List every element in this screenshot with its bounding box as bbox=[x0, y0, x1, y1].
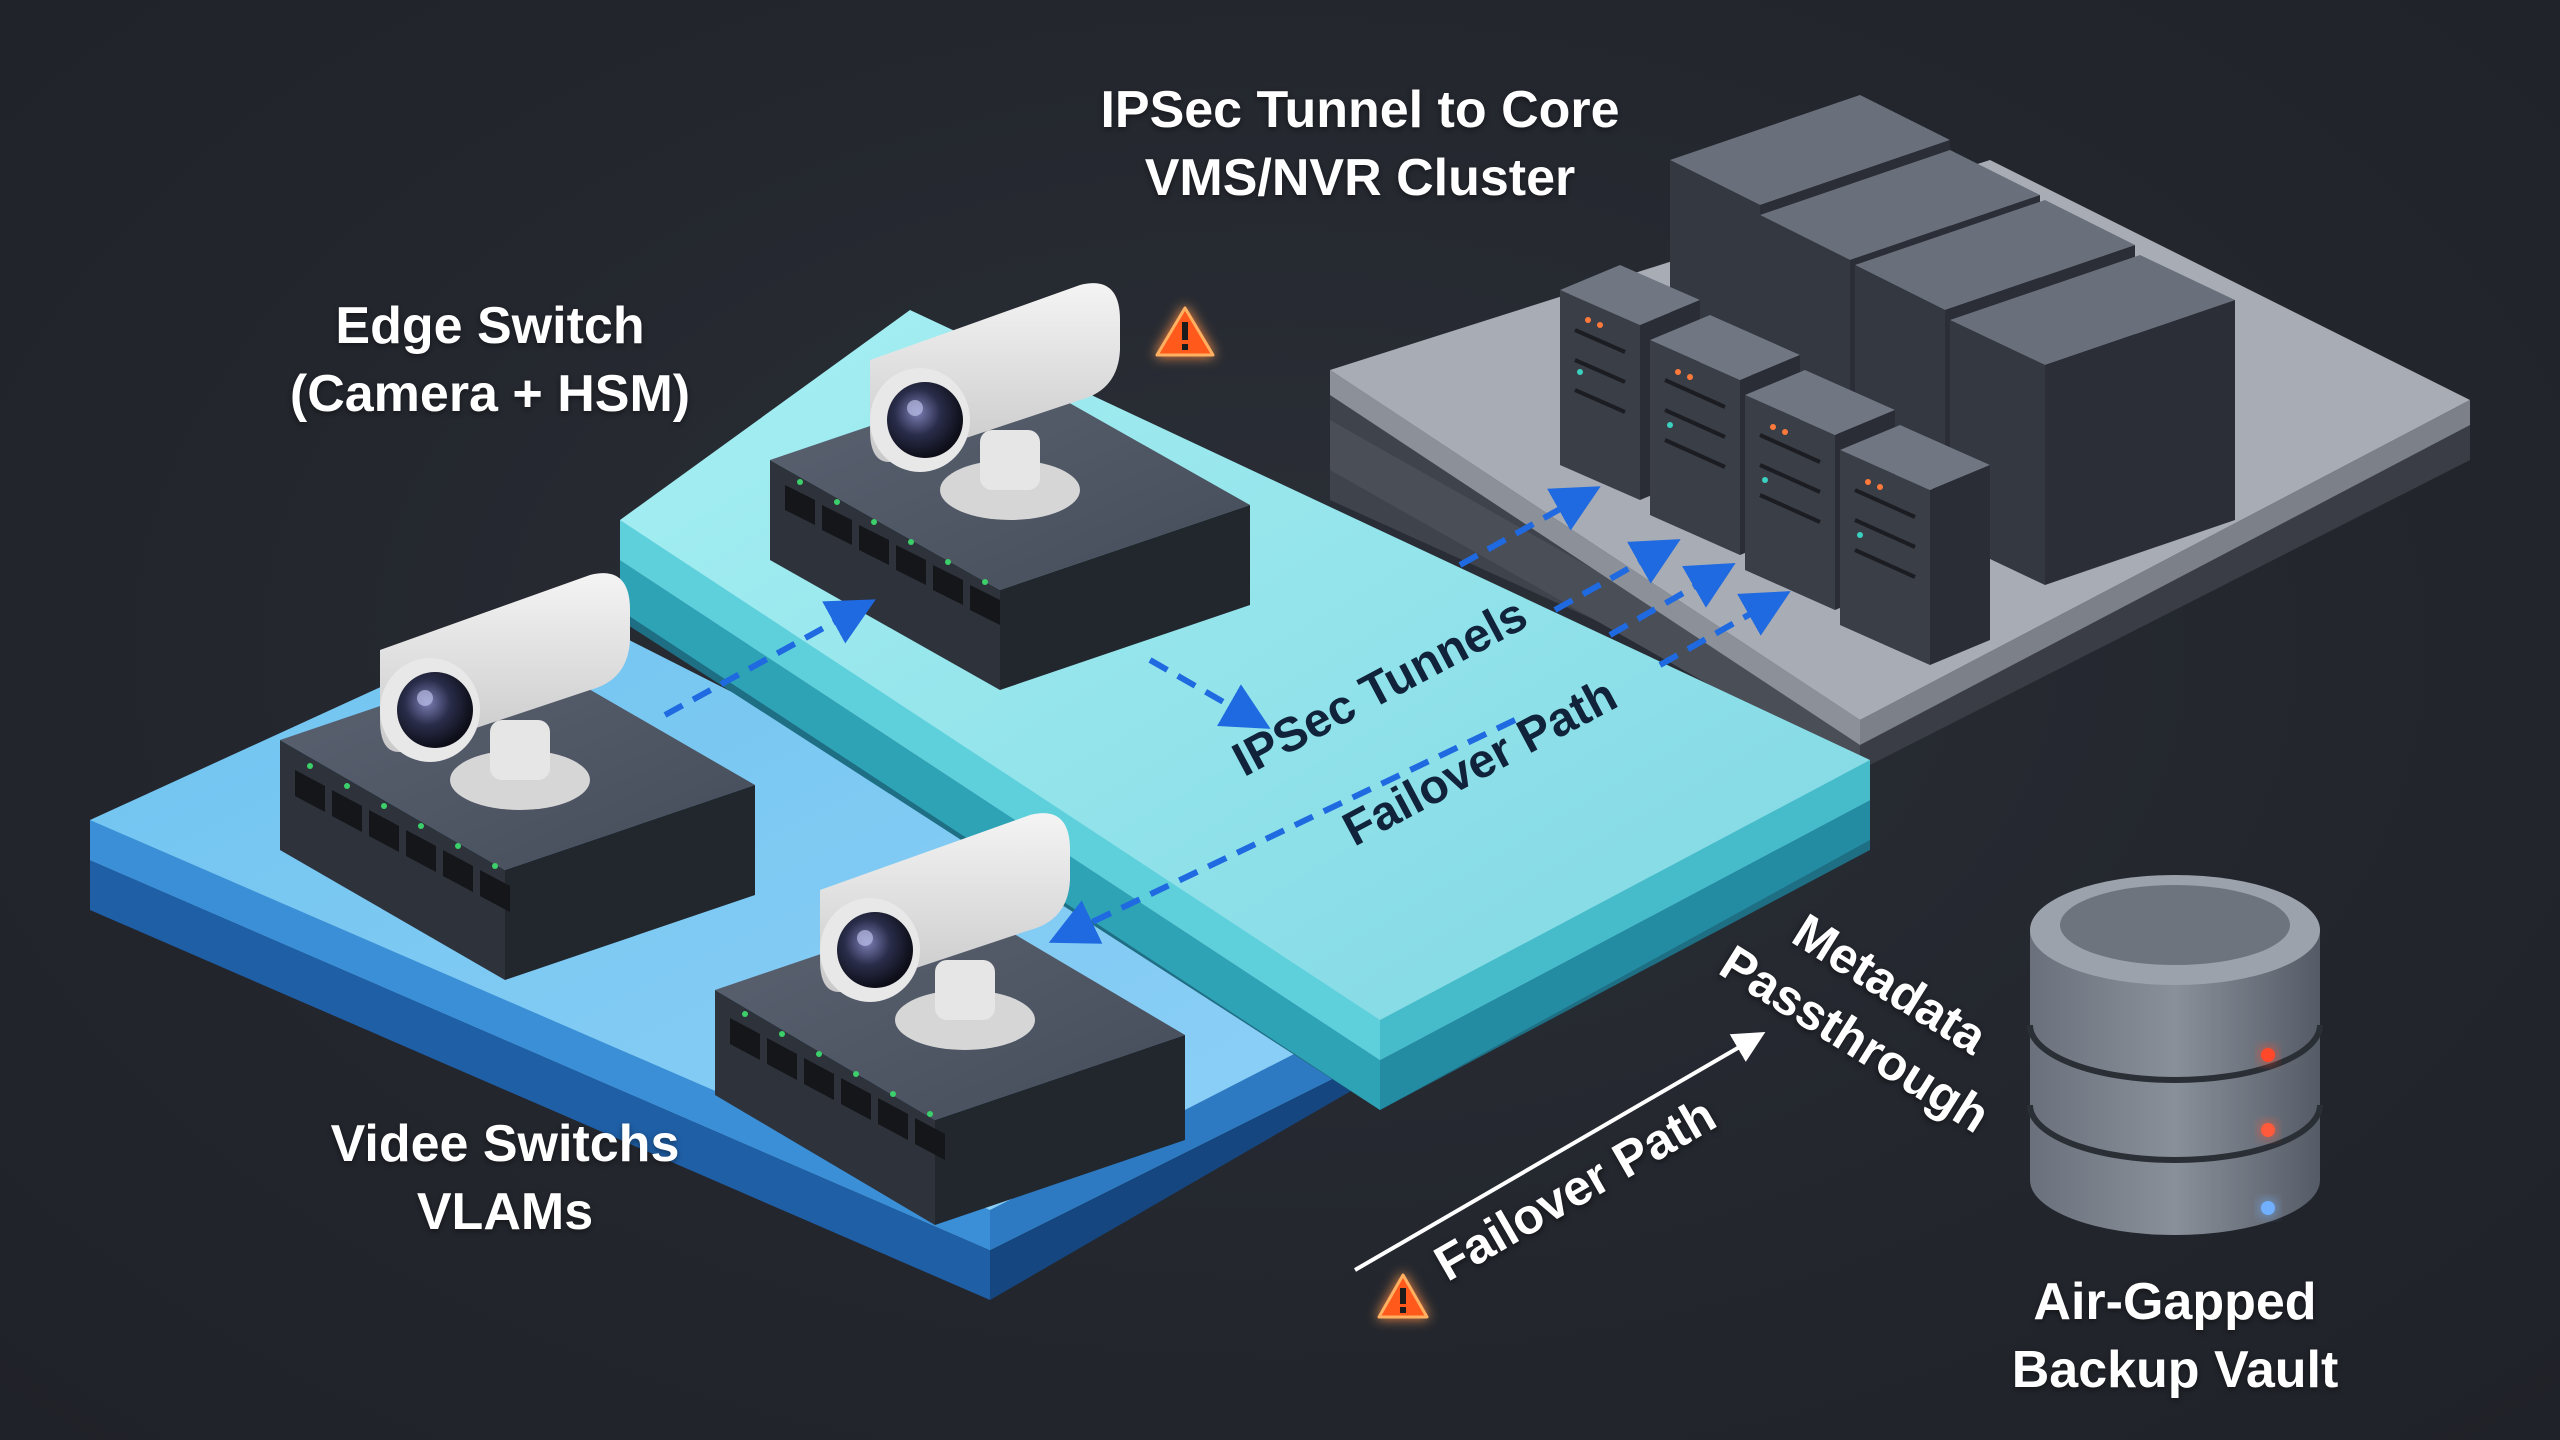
database-icon bbox=[2027, 875, 2323, 1235]
core-label-line1: IPSec Tunnel to Core bbox=[1100, 81, 1620, 139]
edge-switch-label: Edge Switch (Camera + HSM) bbox=[230, 292, 750, 428]
tunnel-arrows bbox=[663, 486, 1791, 944]
vault-label-line1: Air-Gapped bbox=[2033, 1273, 2317, 1331]
video-switch-label: Videe Switchs VLAMs bbox=[250, 1110, 760, 1246]
vault-label-line2: Backup Vault bbox=[2011, 1341, 2339, 1399]
backup-vault-label: Air-Gapped Backup Vault bbox=[1930, 1268, 2420, 1404]
arrow-icon bbox=[1608, 563, 1736, 638]
camera-icon bbox=[870, 283, 1120, 520]
edge-label-line1: Edge Switch bbox=[335, 297, 645, 355]
edge-label-line2: (Camera + HSM) bbox=[289, 365, 691, 423]
arrow-icon bbox=[1553, 539, 1681, 613]
arrow-icon bbox=[1458, 486, 1601, 568]
server-cluster bbox=[1560, 95, 2235, 665]
warning-icon bbox=[1377, 1273, 1429, 1319]
arrow-icon bbox=[1148, 657, 1271, 729]
camera-icon bbox=[380, 573, 630, 810]
video-label-line1: Videe Switchs bbox=[330, 1115, 680, 1173]
camera-icon bbox=[820, 813, 1070, 1050]
video-label-line2: VLAMs bbox=[416, 1183, 594, 1241]
arrow-icon bbox=[1048, 717, 1517, 944]
core-cluster-label: IPSec Tunnel to Core VMS/NVR Cluster bbox=[1030, 76, 1690, 212]
arrow-icon bbox=[1353, 1031, 1766, 1272]
arrow-icon bbox=[663, 599, 876, 718]
core-label-line2: VMS/NVR Cluster bbox=[1144, 149, 1576, 207]
warning-icon bbox=[1155, 306, 1215, 357]
arrow-icon bbox=[1658, 591, 1791, 668]
server-icon bbox=[1840, 425, 1990, 665]
